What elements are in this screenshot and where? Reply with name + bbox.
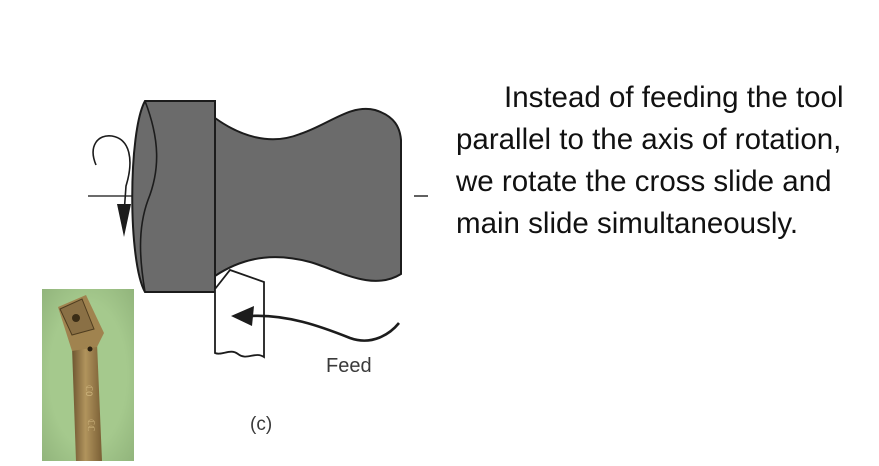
rotation-arrow-icon	[92, 135, 131, 237]
feed-arrow-icon	[231, 306, 401, 342]
tool-shank	[72, 343, 102, 461]
workpiece-contour	[214, 107, 402, 282]
slide-description: Instead of feeding the tool parallel to …	[456, 81, 844, 240]
insert-screw-icon	[72, 314, 80, 322]
panel-label: (c)	[250, 414, 272, 435]
shank-engraving-2: ℂℂ	[86, 419, 96, 432]
clamp-screw-icon	[87, 346, 93, 352]
tool-holder-photo: ℂ0 ℂℂ	[42, 289, 134, 461]
chuck-section	[131, 100, 216, 293]
break-line	[139, 100, 158, 293]
feed-label: Feed	[326, 355, 372, 377]
shank-engraving-1: ℂ0	[84, 385, 94, 396]
